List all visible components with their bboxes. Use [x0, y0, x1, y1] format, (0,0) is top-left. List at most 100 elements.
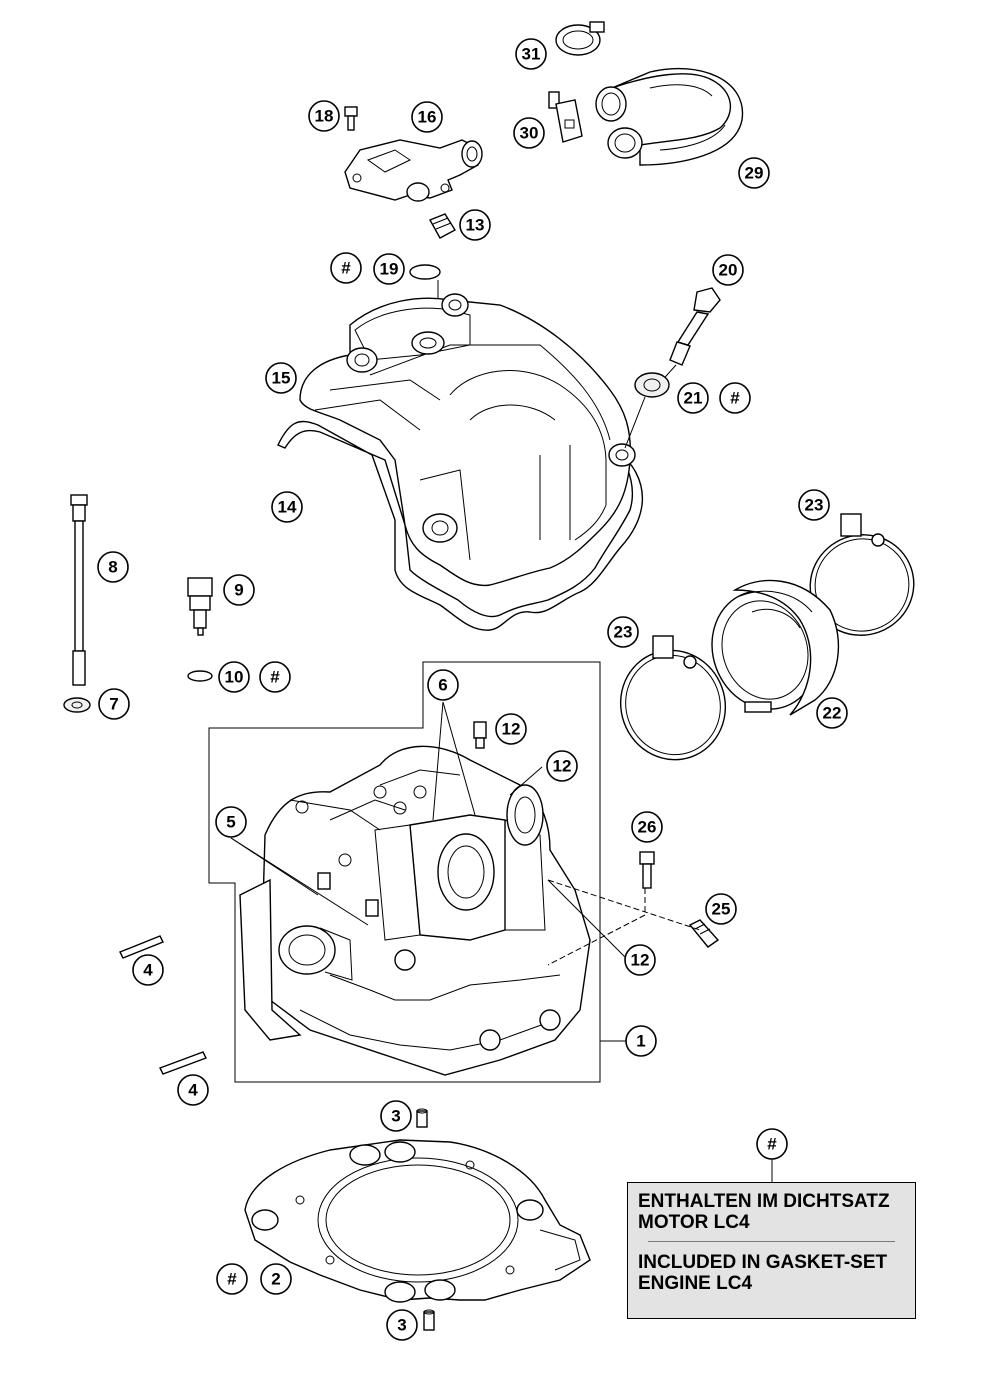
callout-13: 13 — [459, 209, 491, 241]
callout-6: 6 — [427, 669, 459, 701]
part-washer-21 — [624, 372, 670, 449]
callout-10: 10 — [218, 661, 250, 693]
svg-text:10: 10 — [225, 668, 244, 687]
svg-text:#: # — [341, 259, 351, 278]
callout-21: 21 — [677, 382, 709, 414]
svg-text:16: 16 — [418, 108, 437, 127]
svg-text:4: 4 — [188, 1081, 198, 1100]
callout-1: 1 — [625, 1025, 657, 1057]
part-valve-cover-gasket-14 — [277, 420, 644, 631]
part-dowel-4-lower — [159, 1051, 207, 1075]
svg-text:21: 21 — [684, 389, 703, 408]
svg-text:25: 25 — [712, 900, 731, 919]
callout-7: 7 — [98, 688, 130, 720]
callout-29: 29 — [738, 157, 770, 189]
callout-19: 19 — [373, 253, 405, 285]
svg-text:14: 14 — [278, 498, 297, 517]
svg-text:#: # — [730, 389, 740, 408]
part-head-gasket-2 — [244, 1139, 591, 1303]
part-plug-13 — [429, 213, 456, 239]
legend-german-line-1: ENTHALTEN IM DICHTSATZ — [638, 1191, 890, 1212]
part-valve-cover-15 — [299, 293, 636, 587]
part-cylinder-head-1 — [239, 721, 591, 1076]
callout-legend-gasket-mark: # — [756, 1128, 788, 1160]
svg-text:5: 5 — [226, 813, 235, 832]
svg-text:20: 20 — [719, 261, 738, 280]
part-bolt-20 — [657, 287, 721, 386]
callout-31: 31 — [515, 38, 547, 70]
legend-divider — [648, 1241, 895, 1242]
callout-20: 20 — [712, 254, 744, 286]
svg-text:30: 30 — [520, 124, 539, 143]
svg-text:12: 12 — [631, 951, 650, 970]
part-stud-8 — [70, 494, 88, 686]
callout-23-lower: 23 — [607, 616, 639, 648]
callout-12-top: 12 — [495, 713, 527, 745]
part-clamp-23-upper — [809, 513, 915, 636]
svg-text:19: 19 — [380, 260, 399, 279]
svg-text:7: 7 — [109, 695, 118, 714]
svg-text:18: 18 — [315, 107, 334, 126]
svg-text:29: 29 — [745, 164, 764, 183]
callout-4-lower: 4 — [177, 1074, 209, 1106]
svg-text:23: 23 — [614, 623, 633, 642]
svg-text:12: 12 — [502, 720, 521, 739]
svg-text:6: 6 — [438, 676, 447, 695]
callout-3-upper: 3 — [380, 1100, 412, 1132]
callout-14: 14 — [271, 491, 303, 523]
part-clamp-23-lower — [619, 635, 727, 761]
callout-5: 5 — [215, 806, 247, 838]
callout-23-upper: 23 — [798, 489, 830, 521]
svg-text:31: 31 — [522, 45, 541, 64]
callout-16: 16 — [411, 101, 443, 133]
part-dowel-4-upper — [119, 935, 164, 959]
part-washer-7 — [63, 697, 91, 713]
callout-21-gasket-mark: # — [719, 382, 751, 414]
legend-english-line-2: ENGINE LC4 — [638, 1273, 753, 1294]
part-coolant-hose-29 — [595, 67, 744, 166]
callout-19-gasket-mark: # — [330, 252, 362, 284]
part-sensor-30 — [548, 91, 583, 143]
svg-text:12: 12 — [553, 757, 572, 776]
svg-text:3: 3 — [397, 1316, 406, 1335]
part-dowel-3-upper — [416, 1108, 428, 1128]
svg-text:2: 2 — [271, 1270, 280, 1289]
part-hose-clamp-31 — [555, 21, 605, 56]
callout-10-gasket-mark: # — [259, 661, 291, 693]
svg-text:8: 8 — [108, 558, 117, 577]
callout-25: 25 — [705, 893, 737, 925]
svg-text:26: 26 — [638, 818, 657, 837]
callout-15: 15 — [265, 362, 297, 394]
part-intake-boot-22 — [711, 579, 840, 716]
part-thermostat-housing-16 — [344, 139, 483, 202]
callout-9: 9 — [223, 574, 255, 606]
legend-english-line-1: INCLUDED IN GASKET-SET — [638, 1252, 888, 1273]
part-dowel-3-lower — [423, 1309, 435, 1331]
callout-12-bottom: 12 — [624, 944, 656, 976]
callout-22: 22 — [816, 697, 848, 729]
cylinder-head-assembly-frame — [208, 661, 601, 1083]
svg-text:#: # — [270, 668, 280, 687]
svg-text:9: 9 — [234, 581, 243, 600]
svg-text:22: 22 — [823, 704, 842, 723]
svg-text:23: 23 — [805, 496, 824, 515]
callout-4-upper: 4 — [132, 954, 164, 986]
part-bolt-26 — [639, 851, 655, 889]
svg-text:15: 15 — [272, 369, 291, 388]
part-o-ring-10 — [187, 670, 213, 682]
part-plug-25 — [688, 919, 720, 948]
callout-3-lower: 3 — [386, 1309, 418, 1341]
leader-lines — [230, 701, 773, 1183]
legend-german-line-2: MOTOR LC4 — [638, 1212, 750, 1233]
callout-18: 18 — [308, 100, 340, 132]
callout-8: 8 — [97, 551, 129, 583]
svg-text:#: # — [767, 1135, 777, 1154]
svg-text:#: # — [227, 1270, 237, 1289]
svg-text:13: 13 — [466, 216, 485, 235]
callout-2-gasket-mark: # — [216, 1263, 248, 1295]
svg-text:3: 3 — [391, 1107, 400, 1126]
svg-text:1: 1 — [636, 1032, 645, 1051]
gasket-set-legend: ENTHALTEN IM DICHTSATZ MOTOR LC4 INCLUDE… — [627, 1182, 916, 1319]
part-temp-sensor-9 — [187, 577, 213, 636]
